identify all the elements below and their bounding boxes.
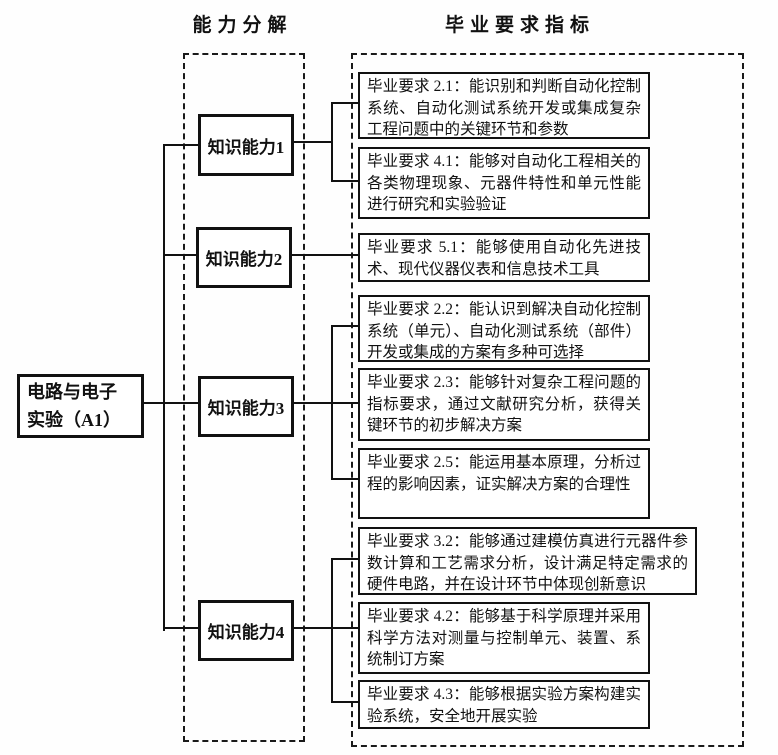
connector-branch-capability-1: [163, 144, 198, 146]
capability-box-1: 知识能力1: [198, 114, 294, 176]
connector-feed-capability-4: [288, 627, 358, 629]
requirement-box-3-2: 毕业要求 3.2：能够通过建模仿真进行元器件参数计算和工艺需求分析，设计满足特定…: [358, 527, 697, 595]
connector-feed-capability-2: [286, 254, 358, 256]
requirement-box-5-1: 毕业要求 5.1：能够使用自动化先进技术、现代仪器仪表和信息技术工具: [358, 233, 650, 282]
connector-bracket-capability-3: [331, 325, 333, 480]
column-header-capability: 能力分解: [192, 15, 293, 36]
requirement-box-2-5: 毕业要求 2.5：能运用基本原理，分析过程的影响因素，证实解决方案的合理性: [358, 448, 650, 519]
column-header-requirement: 毕业要求指标: [444, 15, 595, 36]
connector-branch-capability-4: [163, 627, 198, 629]
connector-course-feed: [131, 402, 198, 404]
course-box: 电路与电子 实验（A1）: [17, 374, 144, 438]
requirement-box-2-2: 毕业要求 2.2：能认识到解决自动化控制系统（单元）、自动化测试系统（部件）开发…: [358, 295, 650, 362]
capability-box-3: 知识能力3: [198, 376, 294, 437]
course-title-line2: 实验（A1）: [27, 410, 121, 430]
connector-bracket-capability-4: [331, 558, 333, 703]
connector-stub-req-2-2: [331, 325, 358, 327]
course-title-line1: 电路与电子: [27, 382, 117, 402]
connector-branch-capability-2: [163, 254, 196, 256]
connector-stub-req-2-5: [331, 478, 358, 480]
connector-stub-req-2-1: [331, 102, 358, 104]
requirement-box-2-3: 毕业要求 2.3：能够针对复杂工程问题的指标要求，通过文献研究分析，获得关键环节…: [358, 368, 650, 441]
connector-trunk-vertical: [163, 144, 165, 631]
connector-bracket-capability-1: [331, 102, 333, 182]
connector-stub-req-4-1: [331, 180, 358, 182]
connector-stub-req-4-3: [331, 701, 358, 703]
capability-box-2: 知识能力2: [196, 227, 292, 288]
requirement-box-4-1: 毕业要求 4.1：能够对自动化工程相关的各类物理现象、元器件特性和单元性能进行研…: [358, 147, 650, 219]
requirement-group-frame: [351, 53, 744, 747]
connector-feed-capability-1: [288, 141, 332, 143]
capability-group-frame: [183, 53, 305, 742]
connector-feed-capability-3: [288, 402, 358, 404]
capability-box-4: 知识能力4: [198, 600, 294, 661]
requirement-box-2-1: 毕业要求 2.1：能识别和判断自动化控制系统、自动化测试系统开发或集成复杂工程问…: [358, 72, 650, 139]
requirement-box-4-3: 毕业要求 4.3：能够根据实验方案构建实验系统，安全地开展实验: [358, 680, 650, 729]
requirement-box-4-2: 毕业要求 4.2：能够基于科学原理并采用科学方法对测量与控制单元、装置、系统制订…: [358, 602, 650, 674]
connector-stub-req-3-2: [331, 558, 358, 560]
